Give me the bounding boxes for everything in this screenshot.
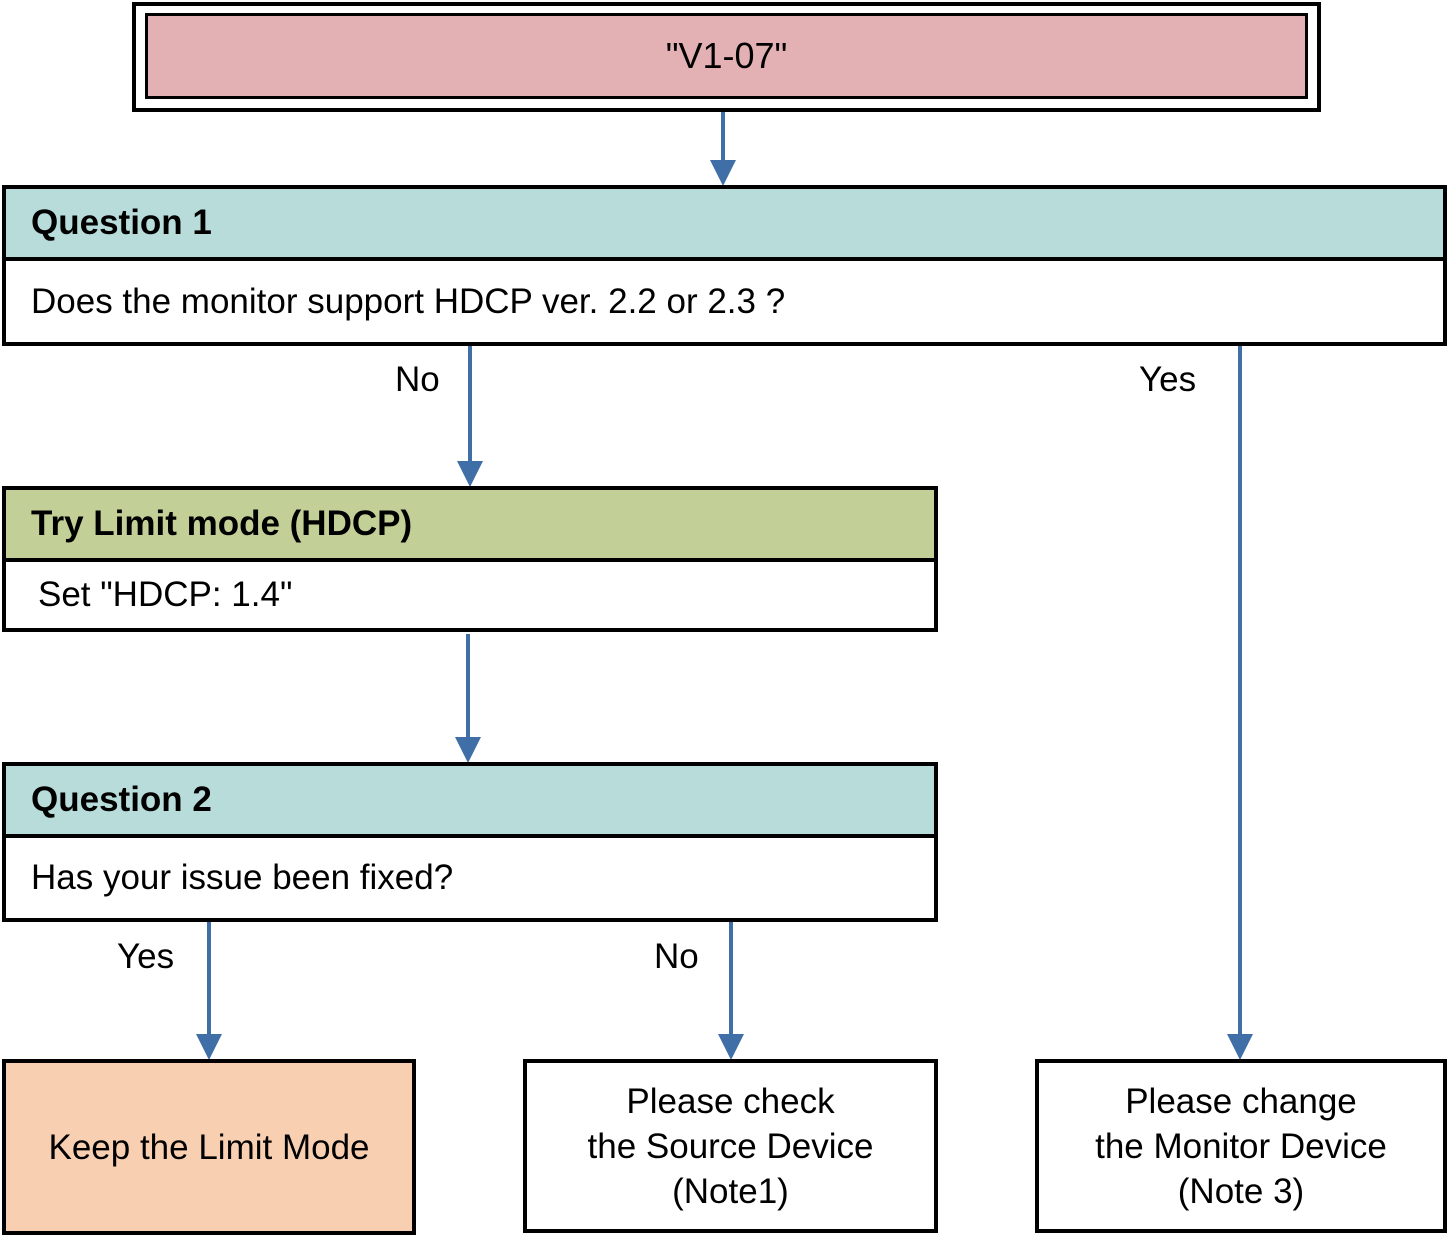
start-node-label: "V1-07" xyxy=(145,13,1308,99)
question-2-box: Question 2 Has your issue been fixed? xyxy=(2,762,938,922)
result-keep-line: Keep the Limit Mode xyxy=(48,1127,370,1167)
arrow-limit-to-q2 xyxy=(455,634,481,763)
arrow-q2-no-to-source xyxy=(718,922,744,1060)
result-change-monitor-device: Please change the Monitor Device (Note 3… xyxy=(1035,1059,1447,1233)
question-1-header: Question 1 xyxy=(6,189,1443,261)
question-1-box: Question 1 Does the monitor support HDCP… xyxy=(2,185,1447,346)
result-monitor-line-2: the Monitor Device xyxy=(1095,1126,1387,1166)
arrow-q1-no-to-limit xyxy=(457,346,483,487)
question-2-header: Question 2 xyxy=(6,766,934,838)
result-source-line-2: the Source Device xyxy=(587,1126,874,1166)
result-source-line-1: Please check xyxy=(626,1081,835,1121)
edge-label-q1-yes: Yes xyxy=(1139,360,1197,399)
question-1-text: Does the monitor support HDCP ver. 2.2 o… xyxy=(31,281,786,321)
result-monitor-line-3: (Note 3) xyxy=(1177,1171,1305,1211)
arrow-start-to-q1 xyxy=(710,112,736,186)
result-monitor-line-1: Please change xyxy=(1125,1081,1357,1121)
result-check-source-device: Please check the Source Device (Note1) xyxy=(523,1059,938,1233)
limit-mode-text: Set "HDCP: 1.4" xyxy=(38,575,293,614)
arrow-q1-yes-to-monitor xyxy=(1227,346,1253,1060)
result-source-line-3: (Note1) xyxy=(672,1171,789,1211)
limit-mode-box: Try Limit mode (HDCP) Set "HDCP: 1.4" xyxy=(2,486,938,632)
arrow-q2-yes-to-keep xyxy=(196,922,222,1060)
edge-label-q2-no: No xyxy=(654,937,699,976)
question-2-text: Has your issue been fixed? xyxy=(31,858,454,897)
limit-mode-header: Try Limit mode (HDCP) xyxy=(6,490,934,562)
result-keep-limit-mode: Keep the Limit Mode xyxy=(2,1059,416,1235)
edge-label-q2-yes: Yes xyxy=(117,937,175,976)
edge-label-q1-no: No xyxy=(395,360,440,399)
